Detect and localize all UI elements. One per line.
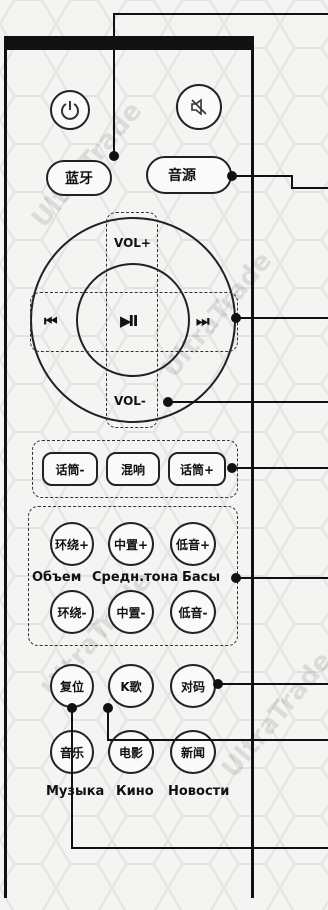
news-caption: Новости [168, 784, 230, 799]
karaoke-label: K歌 [120, 679, 142, 694]
bass-down-label: 低音- [178, 605, 208, 620]
bluetooth-button[interactable]: 蓝牙 [46, 160, 112, 196]
center-up-button[interactable]: 中置+ [108, 522, 154, 566]
news-button[interactable]: 新闻 [170, 730, 216, 774]
bass-caption: Басы [182, 570, 221, 585]
bass-down-button[interactable]: 低音- [170, 590, 216, 634]
reverb-button[interactable]: 混响 [106, 452, 160, 486]
bluetooth-label: 蓝牙 [65, 171, 93, 187]
source-label: 音源 [168, 168, 196, 184]
surround-down-button[interactable]: 环绕- [50, 590, 94, 634]
movie-button[interactable]: 电影 [108, 730, 154, 774]
mic-up-button[interactable]: 话筒+ [168, 452, 226, 486]
mic-up-label: 话筒+ [179, 462, 215, 477]
mic-dashed-box [32, 440, 238, 498]
play-pause-button[interactable]: ▶Ⅱ [120, 312, 139, 330]
movie-caption: Кино [116, 784, 154, 799]
power-icon [61, 101, 79, 120]
center-down-button[interactable]: 中置- [108, 590, 154, 634]
mic-down-button[interactable]: 话筒- [42, 452, 98, 486]
movie-label: 电影 [118, 745, 143, 760]
power-button[interactable] [50, 90, 90, 130]
previous-track-button[interactable]: ⏮ [44, 312, 57, 330]
volume-dashed-box [106, 212, 158, 428]
music-button[interactable]: 音乐 [50, 730, 94, 774]
mic-down-label: 话筒- [55, 462, 85, 477]
bass-up-button[interactable]: 低音+ [170, 522, 216, 566]
mid-tone-caption: Средн.тона [92, 570, 179, 585]
karaoke-button[interactable]: K歌 [108, 664, 154, 708]
volume-up-button[interactable]: VOL+ [114, 236, 151, 250]
next-track-button[interactable]: ⏭ [196, 312, 209, 330]
volume-caption: Объем [32, 570, 82, 585]
surround-up-label: 环绕+ [54, 537, 90, 552]
surround-up-button[interactable]: 环绕+ [50, 522, 94, 566]
reverb-label: 混响 [120, 462, 145, 477]
news-label: 新闻 [180, 745, 205, 760]
music-caption: Музыка [46, 784, 105, 799]
source-button[interactable]: 音源 [146, 156, 232, 194]
pair-button[interactable]: 对码 [170, 664, 216, 708]
volume-down-button[interactable]: VOL- [114, 394, 146, 408]
center-up-label: 中置+ [113, 537, 149, 552]
center-down-label: 中置- [116, 605, 146, 620]
music-label: 音乐 [59, 745, 84, 760]
reset-label: 复位 [59, 679, 84, 694]
pair-label: 对码 [180, 679, 205, 694]
reset-button[interactable]: 复位 [50, 664, 94, 708]
bass-up-label: 低音+ [175, 537, 211, 552]
surround-down-label: 环绕- [57, 605, 87, 620]
